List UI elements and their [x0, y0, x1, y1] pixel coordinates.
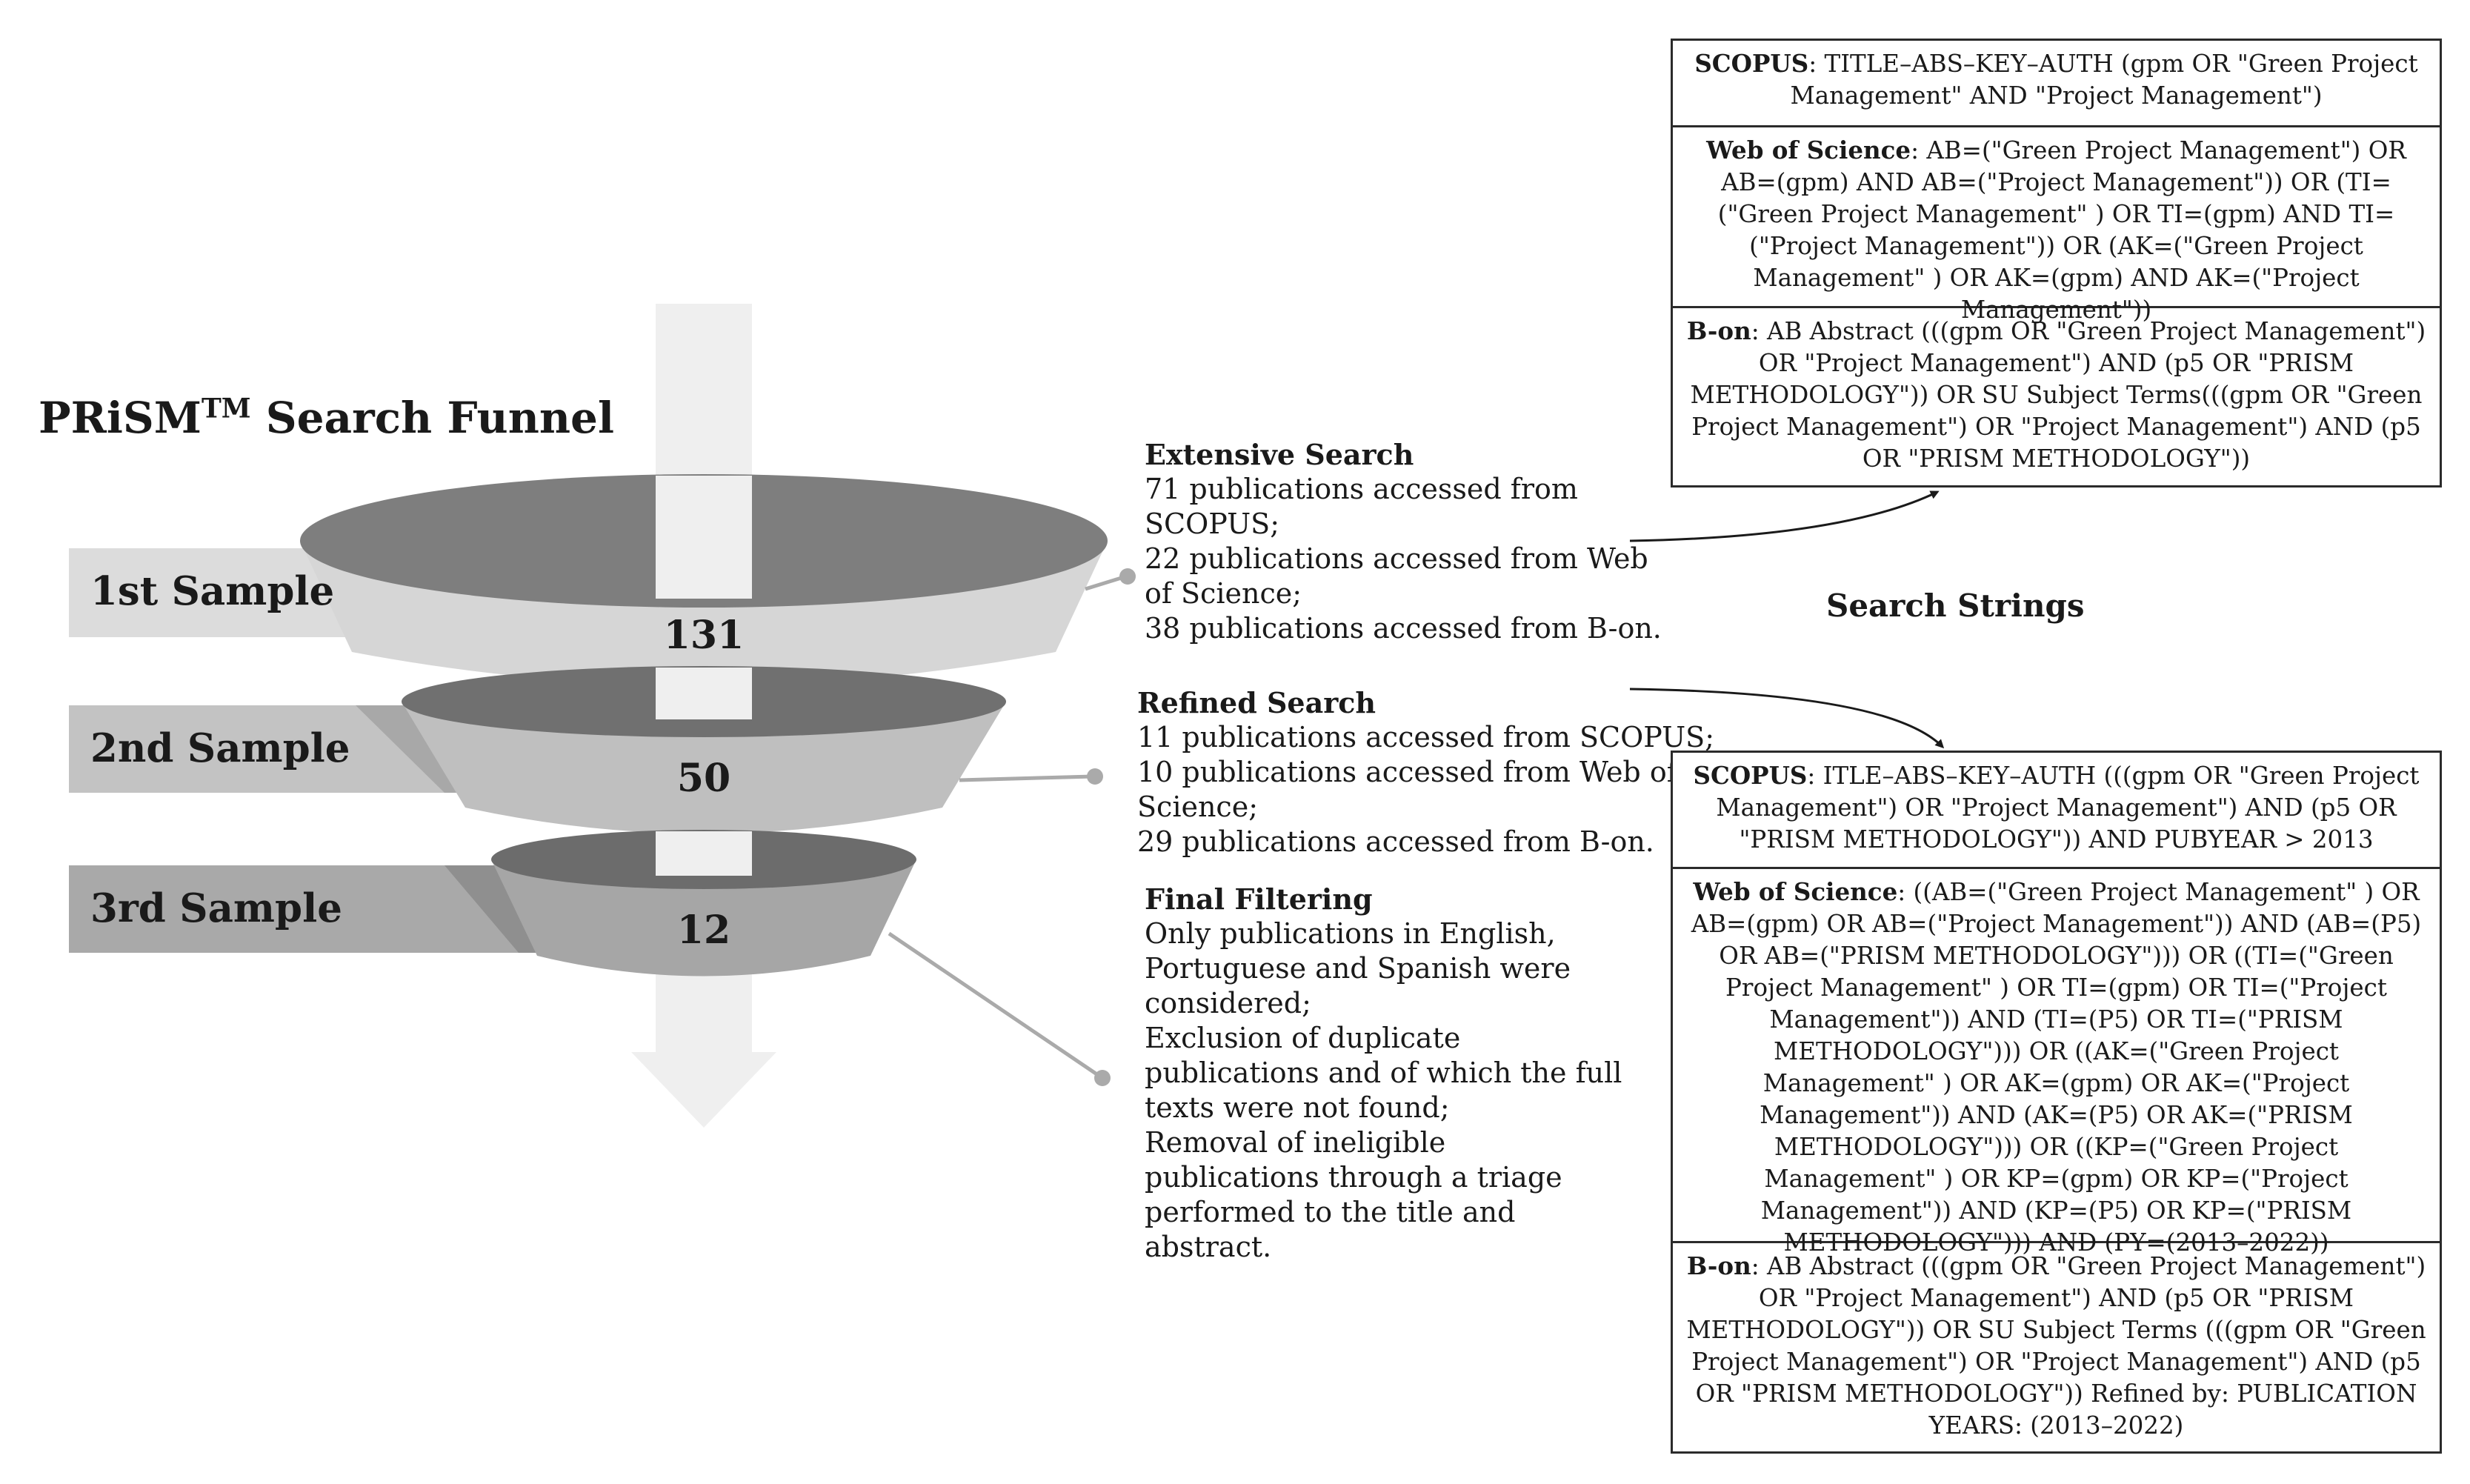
query-text: : ((AB=("Green Project Management" ) OR … — [1691, 878, 2422, 1257]
refined-search-strings-box: SCOPUS: ITLE–ABS–KEY–AUTH (((gpm OR "Gre… — [1671, 751, 2442, 1454]
extensive-search-heading: Extensive Search — [1145, 438, 1414, 471]
database-name: Web of Science — [1706, 136, 1911, 164]
database-name: Web of Science — [1693, 877, 1898, 906]
query-text: : AB Abstract (((gpm OR "Green Project M… — [1690, 317, 2426, 473]
database-name: B-on — [1686, 1251, 1751, 1280]
description-line: 38 publications accessed from B-on. — [1145, 612, 1662, 645]
description-line: performed to the title and — [1145, 1196, 1516, 1228]
sample-label-3: 3rd Sample — [90, 885, 342, 931]
description-line: 29 publications accessed from B-on. — [1137, 825, 1654, 858]
description-line: of Science; — [1145, 577, 1302, 610]
description-line: considered; — [1145, 987, 1311, 1019]
description-line: publications and of which the full — [1145, 1057, 1622, 1089]
sample-label-1: 1st Sample — [90, 568, 334, 614]
refined-search-description: Refined Search 11 publications accessed … — [1137, 685, 1714, 859]
sample-count-2: 50 — [677, 756, 730, 801]
search-string-scopus: SCOPUS: TITLE–ABS–KEY–AUTH (gpm OR "Gree… — [1673, 41, 2440, 125]
search-strings-label: Search Strings — [1826, 588, 2085, 624]
description-line: Removal of ineligible — [1145, 1126, 1446, 1159]
connector-line-1 — [1085, 574, 1127, 591]
description-line: Science; — [1137, 791, 1259, 823]
connector-line-3 — [888, 931, 1102, 1079]
description-line: 11 publications accessed from SCOPUS; — [1137, 721, 1714, 753]
final-filtering-description: Final Filtering Only publications in Eng… — [1145, 882, 1622, 1265]
description-line: Portuguese and Spanish were — [1145, 952, 1571, 985]
database-name: B-on — [1686, 316, 1751, 345]
funnel-title: PRiSMTM Search Funnel — [39, 393, 614, 443]
description-line: SCOPUS; — [1145, 508, 1280, 540]
arrow-to-bottom-strings — [1629, 688, 1945, 749]
query-text: : ITLE–ABS–KEY–AUTH (((gpm OR "Green Pro… — [1716, 762, 2420, 854]
search-string-web-of-science: Web of Science: AB=("Green Project Manag… — [1673, 125, 2440, 324]
sample-count-3: 12 — [677, 908, 730, 953]
sample-count-1: 131 — [664, 613, 745, 658]
final-filtering-heading: Final Filtering — [1145, 882, 1373, 916]
sample-band-3 — [69, 865, 521, 953]
down-arrow-band-3 — [656, 831, 752, 876]
description-line: texts were not found; — [1145, 1091, 1450, 1124]
search-string-b-on: B-on: AB Abstract (((gpm OR "Green Proje… — [1673, 306, 2440, 485]
query-text: : AB=("Green Project Management") OR AB=… — [1717, 136, 2406, 324]
description-line: 10 publications accessed from Web of — [1137, 756, 1677, 788]
search-string-web-of-science: Web of Science: ((AB=("Green Project Man… — [1673, 867, 2440, 1257]
refined-search-heading: Refined Search — [1137, 686, 1377, 719]
description-line: Exclusion of duplicate — [1145, 1022, 1461, 1054]
query-text: : AB Abstract (((gpm OR "Green Project M… — [1686, 1252, 2426, 1440]
description-line: 71 publications accessed from — [1145, 473, 1578, 505]
description-line: abstract. — [1145, 1231, 1272, 1263]
connector-dot-3 — [1094, 1070, 1111, 1086]
search-string-b-on: B-on: AB Abstract (((gpm OR "Green Proje… — [1673, 1241, 2440, 1451]
connector-dot-2 — [1087, 768, 1103, 785]
extensive-search-description: Extensive Search 71 publications accesse… — [1145, 437, 1662, 646]
arrow-to-top-strings — [1629, 490, 1940, 542]
connector-line-2 — [959, 774, 1093, 782]
down-arrow-band-2 — [656, 668, 752, 719]
funnel-tier-3-body — [491, 859, 916, 976]
description-line: Only publications in English, — [1145, 917, 1556, 950]
query-text: : TITLE–ABS–KEY–AUTH (gpm OR "Green Proj… — [1790, 50, 2418, 110]
database-name: SCOPUS — [1694, 49, 1809, 78]
initial-search-strings-box: SCOPUS: TITLE–ABS–KEY–AUTH (gpm OR "Gree… — [1671, 39, 2442, 488]
description-line: 22 publications accessed from Web — [1145, 542, 1648, 575]
database-name: SCOPUS — [1693, 761, 1808, 790]
sample-label-2: 2nd Sample — [90, 725, 350, 771]
search-string-scopus: SCOPUS: ITLE–ABS–KEY–AUTH (((gpm OR "Gre… — [1673, 753, 2440, 867]
funnel-tier-2-body — [402, 702, 1006, 833]
down-arrow-band-1 — [656, 476, 752, 599]
description-line: publications through a triage — [1145, 1161, 1562, 1194]
connector-dot-1 — [1119, 568, 1136, 585]
